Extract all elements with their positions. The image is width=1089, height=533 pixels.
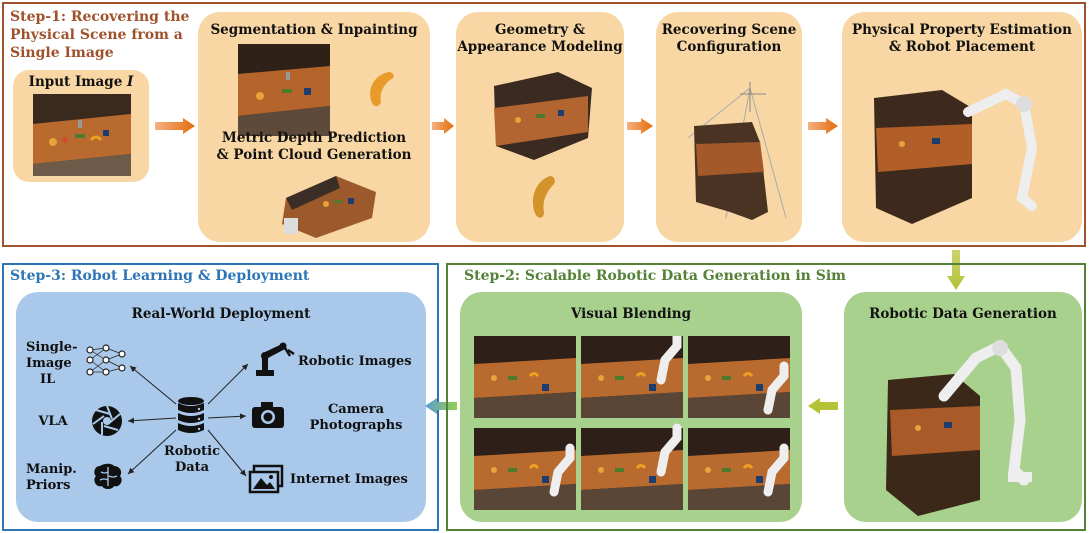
- camera-icon: [252, 402, 284, 428]
- step3-title: Step-3: Robot Learning & Deployment: [10, 268, 310, 284]
- physical-panel: Physical Property Estimation & Robot Pla…: [842, 12, 1082, 242]
- blending-image-grid: [472, 336, 792, 514]
- geometry-panel: Geometry & Appearance Modeling: [456, 12, 624, 242]
- manip-priors-label: Manip. Priors: [26, 462, 77, 493]
- deployment-title: Real-World Deployment: [131, 306, 311, 322]
- blending-title: Visual Blending: [570, 306, 692, 322]
- data-generation-image: [884, 340, 1064, 516]
- config-image: [686, 82, 796, 232]
- single-image-il-label: Single- Image IL: [26, 340, 78, 387]
- gen-title: Robotic Data Generation: [869, 306, 1057, 322]
- robotic-data-gen-panel: Robotic Data Generation: [844, 292, 1082, 522]
- aperture-icon: [92, 405, 122, 436]
- input-scene-image: [33, 94, 131, 176]
- internet-images-label: Internet Images: [290, 472, 408, 487]
- images-icon: [248, 464, 284, 494]
- neural-network-icon: [86, 344, 126, 376]
- deployment-panel: Real-World Deployment: [16, 292, 426, 522]
- arrow-gen-to-blending: [808, 398, 838, 414]
- segmentation-panel: Segmentation & Inpainting Metric Depth P…: [198, 12, 430, 242]
- arrow-step2-to-step3: [425, 398, 457, 414]
- arrow-config-to-phys: [808, 118, 838, 134]
- config-title: Recovering Scene Configuration: [661, 22, 797, 55]
- arrow-input-to-seg: [155, 118, 195, 134]
- arrow-step1-to-step2: [947, 250, 965, 290]
- camera-photographs-label: Camera Photographs: [309, 402, 403, 433]
- arrow-seg-to-geo: [432, 118, 454, 134]
- brain-icon: [94, 463, 122, 489]
- step1-frame: [2, 2, 1086, 247]
- robotic-data-label: Robotic Data: [163, 444, 221, 475]
- step2-title: Step-2: Scalable Robotic Data Generation…: [464, 268, 846, 284]
- arrow-geo-to-config: [627, 118, 653, 134]
- point-cloud-image: [276, 168, 386, 240]
- banana-3d-icon: [532, 176, 555, 218]
- visual-blending-panel: Visual Blending: [460, 292, 802, 522]
- step2-frame: [446, 263, 1086, 531]
- robot-arm-icon: [256, 342, 295, 376]
- input-image-title: Input Image I: [28, 74, 134, 90]
- geometry-image: [488, 68, 594, 168]
- input-image-panel: Input Image I: [13, 70, 149, 182]
- robotic-images-label: Robotic Images: [298, 354, 412, 369]
- database-icon: [178, 397, 204, 433]
- geo-title: Geometry & Appearance Modeling: [457, 22, 623, 55]
- seg-title: Segmentation & Inpainting: [210, 22, 418, 38]
- vla-label: VLA: [38, 414, 68, 429]
- phys-title: Physical Property Estimation & Robot Pla…: [852, 22, 1072, 55]
- step3-frame: [2, 263, 439, 531]
- segmentation-image: [238, 44, 330, 136]
- banana-icon: [370, 72, 394, 107]
- robot-placement-image: [872, 88, 1068, 228]
- depth-title: Metric Depth Prediction & Point Cloud Ge…: [216, 130, 412, 163]
- config-panel: Recovering Scene Configuration: [656, 12, 802, 242]
- step1-title: Step-1: Recovering the Physical Scene fr…: [10, 9, 190, 61]
